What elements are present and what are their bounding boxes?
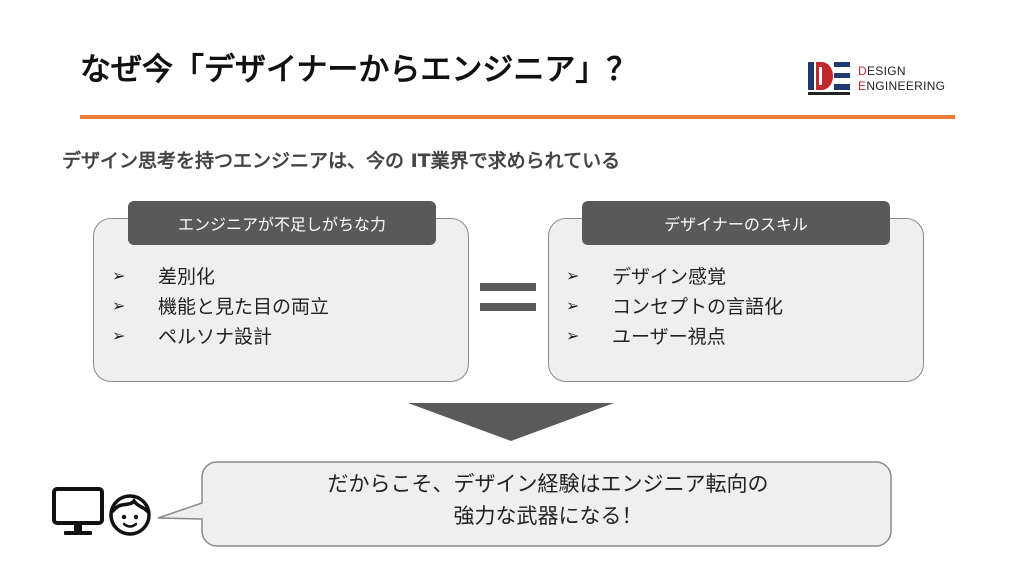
list-item-label: デザイン感覚 bbox=[612, 265, 727, 288]
left-panel-list: ➢ 差別化 ➢ 機能と見た目の両立 ➢ ペルソナ設計 bbox=[112, 260, 329, 350]
slide-subtitle: デザイン思考を持つエンジニアは、今の IT業界で求められている bbox=[62, 150, 621, 172]
bullet-arrow-icon: ➢ bbox=[566, 265, 580, 285]
list-item-label: コンセプトの言語化 bbox=[612, 295, 784, 318]
title-underline bbox=[80, 115, 955, 119]
conclusion-line-2: 強力な武器になる！ bbox=[453, 504, 643, 528]
list-item-label: 差別化 bbox=[158, 265, 216, 288]
right-panel bbox=[548, 218, 924, 382]
list-item-label: ユーザー視点 bbox=[612, 325, 726, 348]
face-icon bbox=[109, 494, 151, 536]
bullet-arrow-icon: ➢ bbox=[112, 265, 126, 285]
slide-title: なぜ今「デザイナーからエンジニア」？ bbox=[80, 52, 638, 88]
down-arrow-icon bbox=[408, 403, 614, 441]
list-item-label: 機能と見た目の両立 bbox=[158, 295, 330, 318]
right-panel-heading: デザイナーのスキル bbox=[582, 201, 890, 245]
list-item: ➢ 機能と見た目の両立 bbox=[112, 290, 329, 320]
bullet-arrow-icon: ➢ bbox=[566, 325, 580, 345]
list-item: ➢ ペルソナ設計 bbox=[112, 320, 329, 350]
left-panel bbox=[93, 218, 469, 382]
logo-wordmark: DESIGN ENGINEERING bbox=[858, 64, 946, 93]
list-item: ➢ コンセプトの言語化 bbox=[566, 290, 783, 320]
logo-mark-icon bbox=[808, 62, 850, 95]
design-engineering-logo: DESIGN ENGINEERING bbox=[808, 60, 958, 100]
speech-bubble bbox=[157, 461, 892, 547]
right-panel-list: ➢ デザイン感覚 ➢ コンセプトの言語化 ➢ ユーザー視点 bbox=[566, 260, 783, 350]
equals-icon bbox=[480, 283, 536, 311]
left-panel-heading: エンジニアが不足しがちな力 bbox=[128, 201, 436, 245]
list-item: ➢ ユーザー視点 bbox=[566, 320, 783, 350]
bullet-arrow-icon: ➢ bbox=[112, 295, 126, 315]
conclusion-line-1: だからこそ、デザイン経験はエンジニア転向の bbox=[327, 472, 769, 496]
bullet-arrow-icon: ➢ bbox=[112, 325, 126, 345]
bullet-arrow-icon: ➢ bbox=[566, 295, 580, 315]
list-item: ➢ デザイン感覚 bbox=[566, 260, 783, 290]
list-item: ➢ 差別化 bbox=[112, 260, 329, 290]
monitor-icon bbox=[52, 487, 104, 535]
list-item-label: ペルソナ設計 bbox=[158, 325, 273, 348]
conclusion-text: だからこそ、デザイン経験はエンジニア転向の 強力な武器になる！ bbox=[205, 468, 891, 532]
